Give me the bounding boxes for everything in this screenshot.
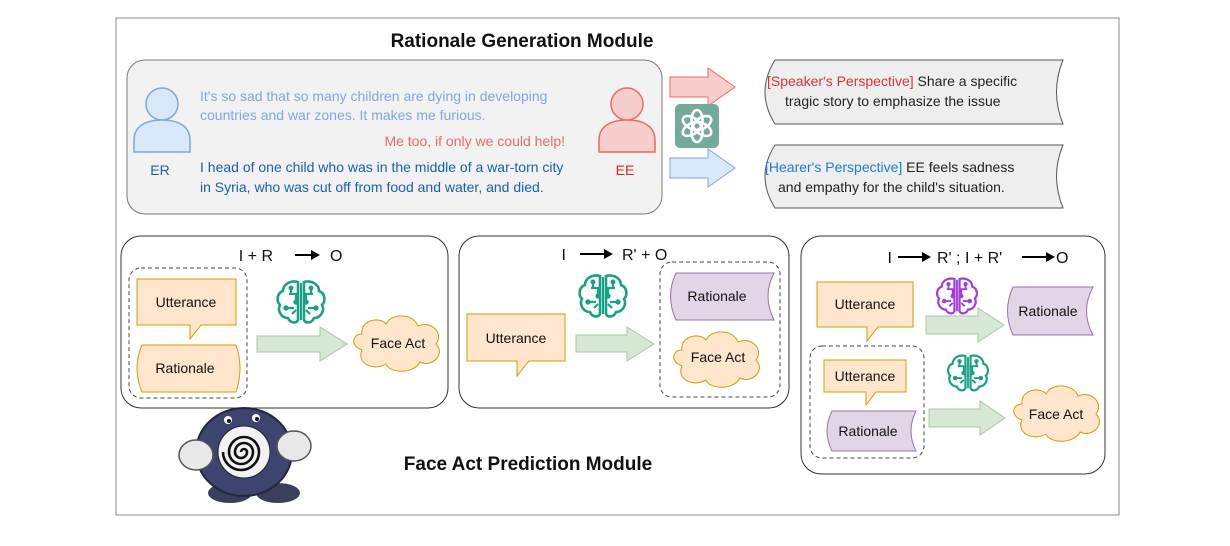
panel2-utterance-bubble [466,313,566,378]
panel3-formula-b: R' ; I + R' [937,250,1002,267]
panel1-rationale-label: Rationale [155,360,214,376]
panel3-rationale-top-label: Rationale [1018,303,1077,319]
panel1-utterance-label: Utterance [156,294,217,310]
panel3-utterance-top-bubble [816,281,914,343]
panel3-formula-a: I [888,250,892,267]
panel1-face-act-cloud [353,315,440,372]
panel3-utterance-top-label: Utterance [835,296,896,312]
panel-2: I R' + O Utterance Rationale Face Act [458,235,790,409]
rationale-module-title: Rationale Generation Module [391,31,654,52]
panel1-face-act-label: Face Act [371,335,426,351]
panel2-output-group [659,261,781,398]
er-label: ER [150,162,169,178]
speaker-perspective-text: Share a specific [914,73,1018,89]
er-second-utterance-line2: in Syria, who was cut off from food and … [200,179,544,195]
hearer-perspective-line2: and empathy for the child's situation. [778,179,1005,195]
ee-utterance: Me too, if only we could help! [384,133,565,149]
pokemon-mascot-icon [178,407,312,503]
speaker-perspective-tag: [Speaker's Perspective] [767,73,914,89]
panel3-face-act-label: Face Act [1029,406,1084,422]
panel3-face-act-cloud [1013,385,1100,442]
panel1-green-arrow [256,326,348,362]
dialogue-box [126,59,663,215]
hearer-arrow [669,148,736,188]
er-second-utterance-line1: I head of one child who was in the middl… [200,159,563,175]
panel2-formula-right: R' + O [622,247,667,264]
openai-logo-icon [675,104,719,148]
hearer-perspective-text: EE feels sadness [902,159,1014,175]
speaker-arrow [669,67,736,107]
speaker-perspective-box [764,59,1064,125]
outer-frame [115,17,1120,516]
speaker-perspective-line2: tragic story to emphasize the issue [785,93,1001,109]
er-utterance-line1: It's so sad that so many children are dy… [200,88,547,104]
er-utterance-line2: countries and war zones. It makes me fur… [200,107,486,123]
panel3-utterance-label: Utterance [835,368,896,384]
speaker-perspective-line1: [Speaker's Perspective] Share a specific [767,73,1017,89]
panel2-utterance-label: Utterance [486,330,547,346]
panel2-face-act-cloud [673,331,760,388]
panel1-utterance-bubble [136,278,237,341]
panel1-rationale-shape [136,344,241,393]
panel3-utterance-bubble [823,359,907,407]
panel2-face-act-label: Face Act [691,349,746,365]
hearer-perspective-box [764,144,1064,209]
panel2-formula-left: I [562,247,566,264]
hearer-perspective-tag: [Hearer's Perspective] [765,159,902,175]
panel2-green-arrow [575,326,655,362]
panel3-formula-c: O [1056,250,1068,267]
panel3-green-arrow-bottom [928,400,1006,436]
panel3-rationale-label: Rationale [838,423,897,439]
panel-1: I + R O Utterance Rationale Face Act [120,235,449,409]
prediction-module-title: Face Act Prediction Module [404,454,652,475]
panel2-rationale-label: Rationale [687,288,746,304]
panel3-rationale-top-shape [1007,286,1094,336]
panel2-rationale-shape [670,272,775,321]
hearer-perspective-line1: [Hearer's Perspective] EE feels sadness [765,159,1014,175]
ee-label: EE [616,162,635,178]
panel1-formula-right: O [330,248,342,265]
panel3-rationale-shape [826,410,917,452]
panel3-green-arrow-top [925,307,1005,343]
panel1-formula-left: I + R [239,248,273,265]
panel3-input-group [809,345,925,459]
panel-3: I R' ; I + R' O Utterance Rationale Utte… [800,235,1106,475]
